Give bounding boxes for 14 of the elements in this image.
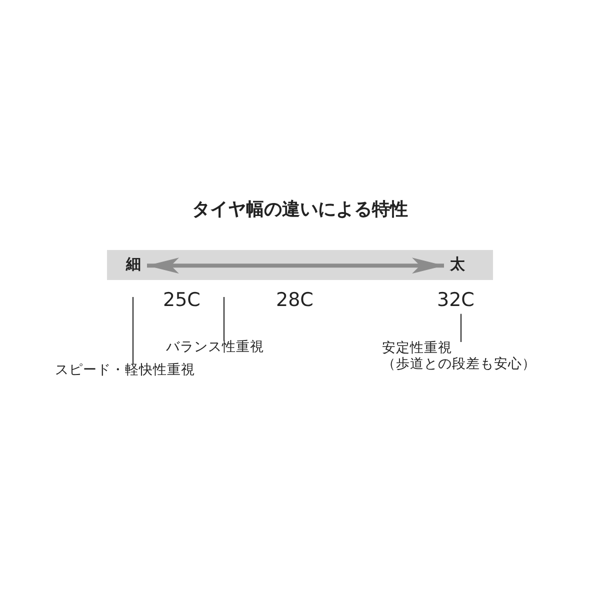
leader-line bbox=[460, 314, 462, 342]
narrow-label: 細 bbox=[126, 256, 141, 274]
title: タイヤ幅の違いによる特性 bbox=[191, 200, 409, 221]
trait-text: バランス性重視 bbox=[166, 340, 264, 356]
trait-text: スピード・軽快性重視 bbox=[55, 363, 195, 379]
leader-line bbox=[132, 297, 134, 364]
trait-text: 安定性重視 bbox=[382, 341, 453, 357]
width-label: 32C bbox=[437, 290, 474, 312]
trait-text: （歩道との段差も安心） bbox=[382, 356, 536, 372]
width-label: 28C bbox=[276, 290, 314, 312]
width-label: 25C bbox=[163, 290, 200, 312]
leader-line bbox=[223, 297, 225, 341]
wide-label: 太 bbox=[450, 256, 465, 274]
double-arrow bbox=[147, 258, 444, 274]
